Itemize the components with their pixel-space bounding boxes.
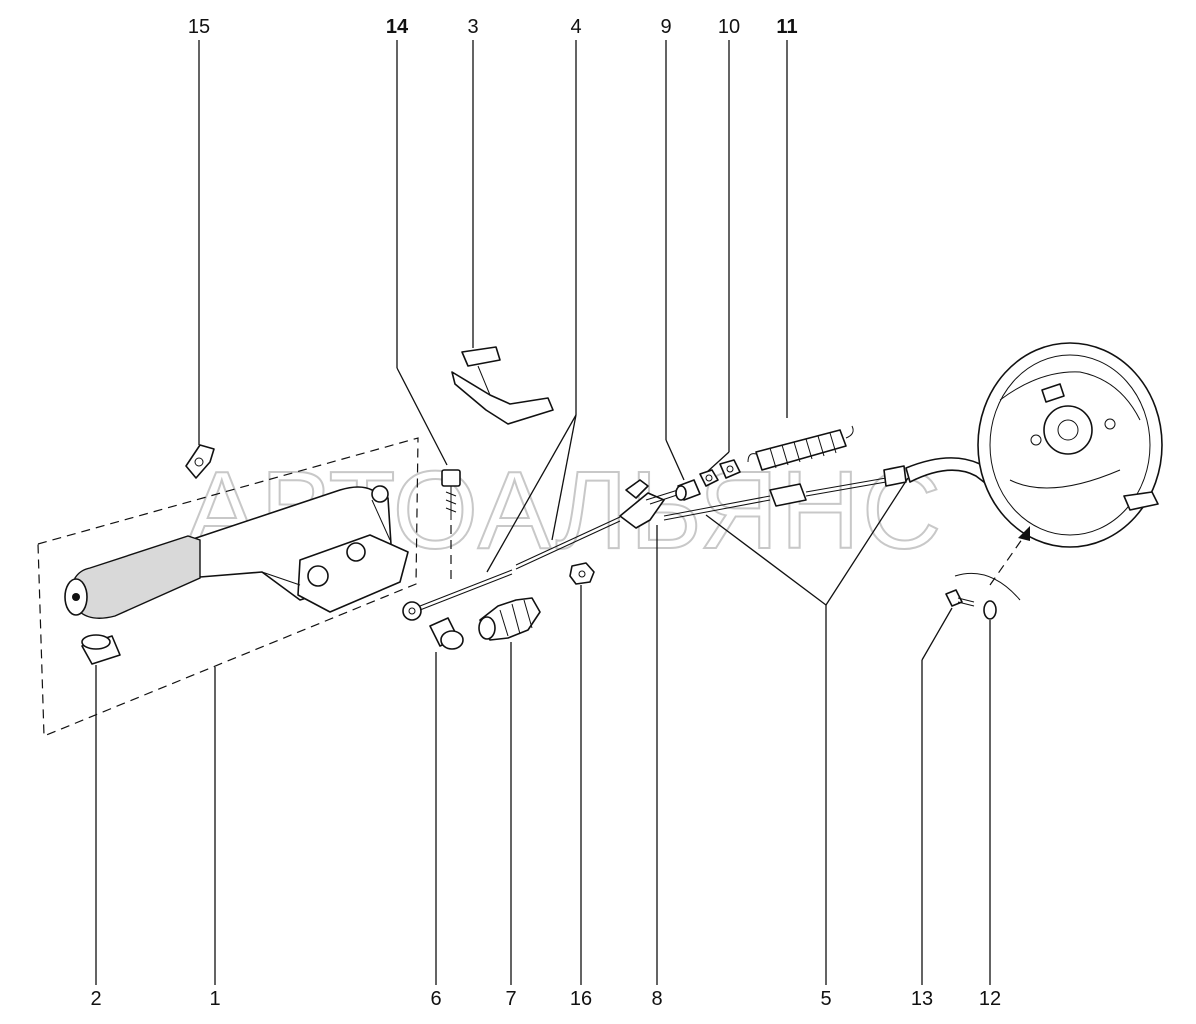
callout-2: 2 xyxy=(90,988,101,1010)
bolt-14 xyxy=(441,469,461,580)
return-spring xyxy=(747,425,854,471)
bolt-13 xyxy=(945,589,975,607)
callout-12: 12 xyxy=(979,988,1001,1010)
bushing xyxy=(675,479,701,501)
callout-6: 6 xyxy=(430,988,441,1010)
callout-13: 13 xyxy=(911,988,933,1010)
callout-7: 7 xyxy=(505,988,516,1010)
nut-16 xyxy=(569,562,595,585)
callout-4: 4 xyxy=(570,16,581,38)
callout-11: 11 xyxy=(776,16,797,38)
equalizer xyxy=(619,479,681,529)
callout-labels: 15 14 3 4 9 10 11 2 1 6 7 16 8 5 13 12 xyxy=(90,16,1001,1010)
brake-backing-plate xyxy=(977,342,1163,548)
callout-1: 1 xyxy=(209,988,220,1010)
assembly-arrow xyxy=(954,526,1030,601)
leader-lines xyxy=(95,40,991,985)
front-cable xyxy=(402,516,621,621)
parking-brake-lever-assembly xyxy=(37,437,419,737)
callout-15: 15 xyxy=(188,16,210,38)
callout-14: 14 xyxy=(386,16,409,38)
callout-16: 16 xyxy=(570,988,592,1010)
callout-8: 8 xyxy=(651,988,662,1010)
clip xyxy=(185,444,215,479)
nut-10 xyxy=(699,459,741,487)
protective-boot xyxy=(478,597,541,641)
washer-12 xyxy=(983,600,997,620)
pin xyxy=(429,617,464,650)
callout-9: 9 xyxy=(660,16,671,38)
lever-cap xyxy=(81,634,121,665)
callout-10: 10 xyxy=(718,16,740,38)
callout-3: 3 xyxy=(467,16,478,38)
callout-5: 5 xyxy=(820,988,831,1010)
bracket-plate xyxy=(451,346,554,425)
